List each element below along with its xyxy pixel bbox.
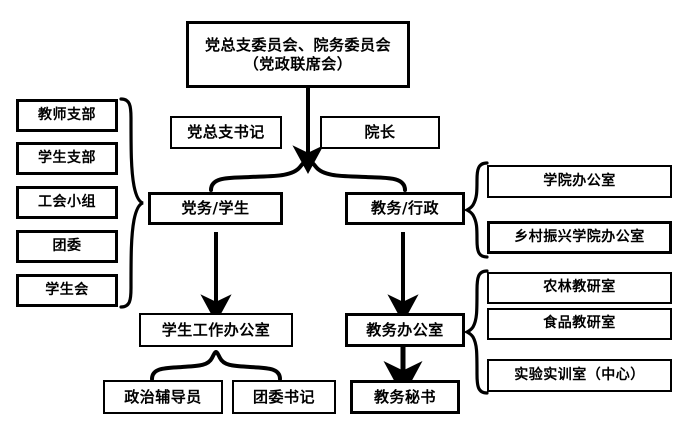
brace-right-upper-group — [463, 161, 489, 259]
node-academic-secretary[interactable]: 教务秘书 — [350, 380, 460, 414]
left-group-item-2[interactable]: 工会小组 — [16, 186, 118, 219]
brace-left-group — [119, 97, 144, 309]
right-lower-item-1[interactable]: 食品教研室 — [487, 308, 672, 340]
node-youth-league-secretary[interactable]: 团委书记 — [232, 380, 336, 414]
right-lower-item-0[interactable]: 农林教研室 — [487, 272, 672, 304]
node-party-student-affairs[interactable]: 党务/学生 — [148, 192, 283, 225]
node-top-committee[interactable]: 党总支委员会、院务委员会 （党政联席会） — [186, 21, 410, 88]
brace-student-office-children — [150, 349, 282, 381]
left-group-item-1[interactable]: 学生支部 — [16, 142, 118, 175]
left-group-item-4[interactable]: 学生会 — [16, 274, 118, 307]
left-group-item-3[interactable]: 团委 — [16, 230, 118, 263]
right-lower-item-2[interactable]: 实验实训室（中心） — [487, 359, 672, 392]
left-group-item-0[interactable]: 教师支部 — [16, 99, 118, 132]
node-political-counselor[interactable]: 政治辅导员 — [103, 380, 223, 414]
node-academic-affairs-office[interactable]: 教务办公室 — [345, 313, 465, 347]
node-academic-admin[interactable]: 教务/行政 — [345, 192, 465, 225]
right-upper-item-1[interactable]: 乡村振兴学院办公室 — [487, 221, 672, 254]
brace-right-lower-group — [463, 269, 489, 395]
brace-tier2 — [209, 157, 407, 192]
node-dean[interactable]: 院长 — [320, 116, 440, 149]
node-party-secretary[interactable]: 党总支书记 — [170, 116, 282, 149]
node-student-work-office[interactable]: 学生工作办公室 — [139, 313, 293, 347]
right-upper-item-0[interactable]: 学院办公室 — [487, 165, 672, 198]
